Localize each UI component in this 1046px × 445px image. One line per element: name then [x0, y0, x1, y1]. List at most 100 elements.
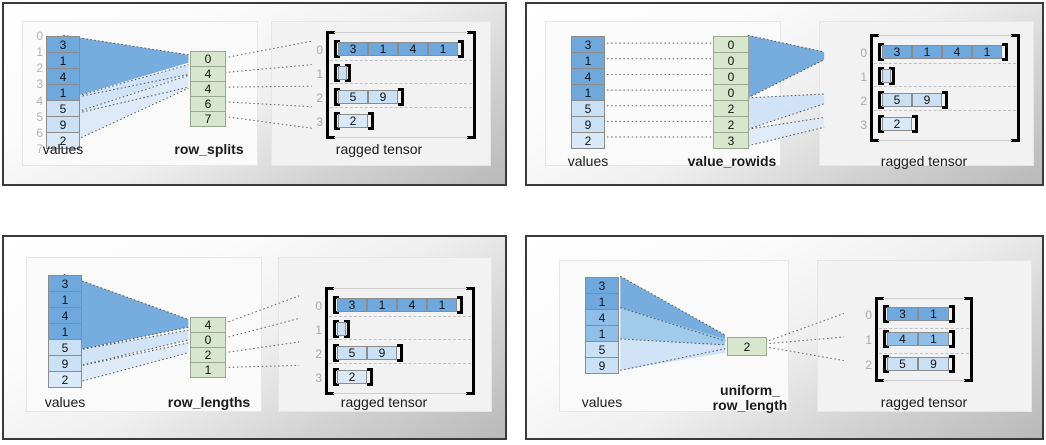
ragged-bracket-left [325, 287, 334, 395]
row-bracket-left [333, 368, 339, 386]
row-bracket-left [878, 67, 884, 85]
panel1-rowsplit-cell: 4 [190, 81, 226, 97]
panel2-value-cell: 1 [571, 52, 605, 69]
ragged-bracket-right [1011, 34, 1020, 142]
panel2-values-caption: values [567, 153, 609, 169]
ragged-cell: 5 [887, 357, 918, 371]
panel2-rowid-cell: 0 [713, 68, 749, 85]
ragged-bracket-left [870, 34, 879, 142]
ragged-row: 5 9 [333, 344, 403, 362]
panel3-ragged-row-label: 1 [315, 323, 322, 337]
panel3-value-cell: 3 [48, 275, 82, 292]
ragged-row: 2 [333, 368, 373, 386]
ragged-cell-empty [338, 66, 347, 80]
ragged-row-separator [330, 60, 472, 61]
panel1-value-index-3: 3 [36, 77, 43, 91]
ragged-cell: 4 [887, 332, 918, 346]
panel1-rowsplit-cell: 6 [190, 96, 226, 112]
row-bracket-left [334, 112, 340, 130]
ragged-row: 3 1 4 1 [334, 40, 464, 58]
panel2-value-cell: 9 [571, 116, 605, 133]
row-bracket-right [1002, 43, 1008, 61]
panel4-values-caption: values [581, 394, 623, 410]
panel2-ragged-row-label: 1 [860, 70, 867, 84]
panel2-ragged-row-label: 0 [860, 46, 867, 60]
ragged-top-rule [883, 298, 965, 299]
panel2-encoding-caption: value_rowids [687, 153, 777, 169]
ragged-cell: 9 [367, 346, 397, 360]
row-bracket-right [344, 320, 350, 338]
row-bracket-left [334, 64, 340, 82]
ragged-row [334, 64, 351, 82]
panel1-rowsplit-cell: 4 [190, 66, 226, 82]
panel3-rowlength-cell: 1 [190, 362, 226, 378]
ragged-cell: 1 [912, 45, 942, 59]
row-bracket-right [457, 296, 463, 314]
panel2-value-cell: 5 [571, 100, 605, 117]
panel1-value-cell: 3 [46, 36, 80, 53]
ragged-top-rule [878, 35, 1012, 36]
ragged-cell: 1 [368, 42, 398, 56]
ragged-bracket-right [466, 287, 475, 395]
panel3-rowlength-cell: 2 [190, 347, 226, 363]
ragged-row: 5 9 [334, 88, 404, 106]
ragged-cell: 1 [367, 298, 397, 312]
row-bracket-left [878, 91, 884, 109]
ragged-cell: 3 [887, 307, 918, 321]
panel2-rowid-cell: 0 [713, 52, 749, 69]
panel-row-splits: 0 1 2 3 4 5 6 7 3 1 4 1 5 9 2 0 4 4 6 7 … [2, 2, 507, 186]
ragged-cell: 5 [337, 346, 367, 360]
panel1-rowsplit-cell: 7 [190, 111, 226, 127]
panel2-value-cell: 1 [571, 84, 605, 101]
ragged-cell: 3 [338, 42, 368, 56]
panel4-value-cell: 5 [585, 341, 619, 358]
panel4-value-cell: 1 [585, 325, 619, 342]
ragged-cell: 3 [337, 298, 367, 312]
ragged-row: 5 9 [883, 355, 955, 373]
panel3-value-cell: 5 [48, 339, 82, 356]
panel1-ragged-row-label: 0 [316, 43, 323, 57]
panel4-ragged-row-label: 0 [865, 308, 872, 322]
panel3-ragged-tensor: 3 1 4 1 5 9 2 [325, 287, 475, 395]
ragged-cell: 4 [942, 45, 972, 59]
ragged-cell-empty [882, 69, 891, 83]
ragged-row-separator [329, 363, 471, 364]
ragged-cell: 9 [368, 90, 398, 104]
ragged-row-separator [330, 107, 472, 108]
panel1-value-index-0: 0 [36, 29, 43, 43]
panel4-value-cell: 1 [585, 293, 619, 310]
panel4-uniform-length-cell: 2 [727, 337, 767, 356]
ragged-cell: 1 [972, 45, 1002, 59]
panel1-value-index-6: 6 [36, 126, 43, 140]
ragged-bracket-right [467, 31, 476, 139]
ragged-bottom-rule [878, 140, 1012, 141]
ragged-row: 2 [878, 115, 918, 133]
panel1-value-cell: 1 [46, 84, 80, 101]
ragged-row: 2 [334, 112, 374, 130]
ragged-bracket-right [964, 297, 973, 382]
panel4-value-cell: 4 [585, 309, 619, 326]
row-bracket-right [949, 305, 955, 323]
row-bracket-right [942, 91, 948, 109]
row-bracket-right [949, 330, 955, 348]
panel3-ragged-row-label: 3 [315, 371, 322, 385]
row-bracket-right [398, 88, 404, 106]
panel4-value-cell: 3 [585, 277, 619, 294]
panel2-rowid-cell: 0 [713, 84, 749, 101]
row-bracket-right [367, 368, 373, 386]
panel1-value-cell: 1 [46, 52, 80, 69]
panel1-value-cell: 9 [46, 116, 80, 133]
panel3-ragged-row-label: 2 [315, 347, 322, 361]
ragged-bracket-left [326, 31, 335, 139]
ragged-bottom-rule [333, 393, 467, 394]
ragged-row: 5 9 [878, 91, 948, 109]
panel4-encoding-caption: uniform_ row_length [712, 382, 788, 413]
ragged-row: 3 1 4 1 [878, 43, 1008, 61]
panel3-values-caption: values [44, 394, 86, 410]
panel-value-rowids: 3 1 4 1 5 9 2 0 0 0 0 2 2 3 values value… [525, 2, 1044, 186]
ragged-bottom-rule [334, 137, 468, 138]
row-bracket-left [333, 344, 339, 362]
row-bracket-left [333, 296, 339, 314]
ragged-row-separator [874, 110, 1016, 111]
